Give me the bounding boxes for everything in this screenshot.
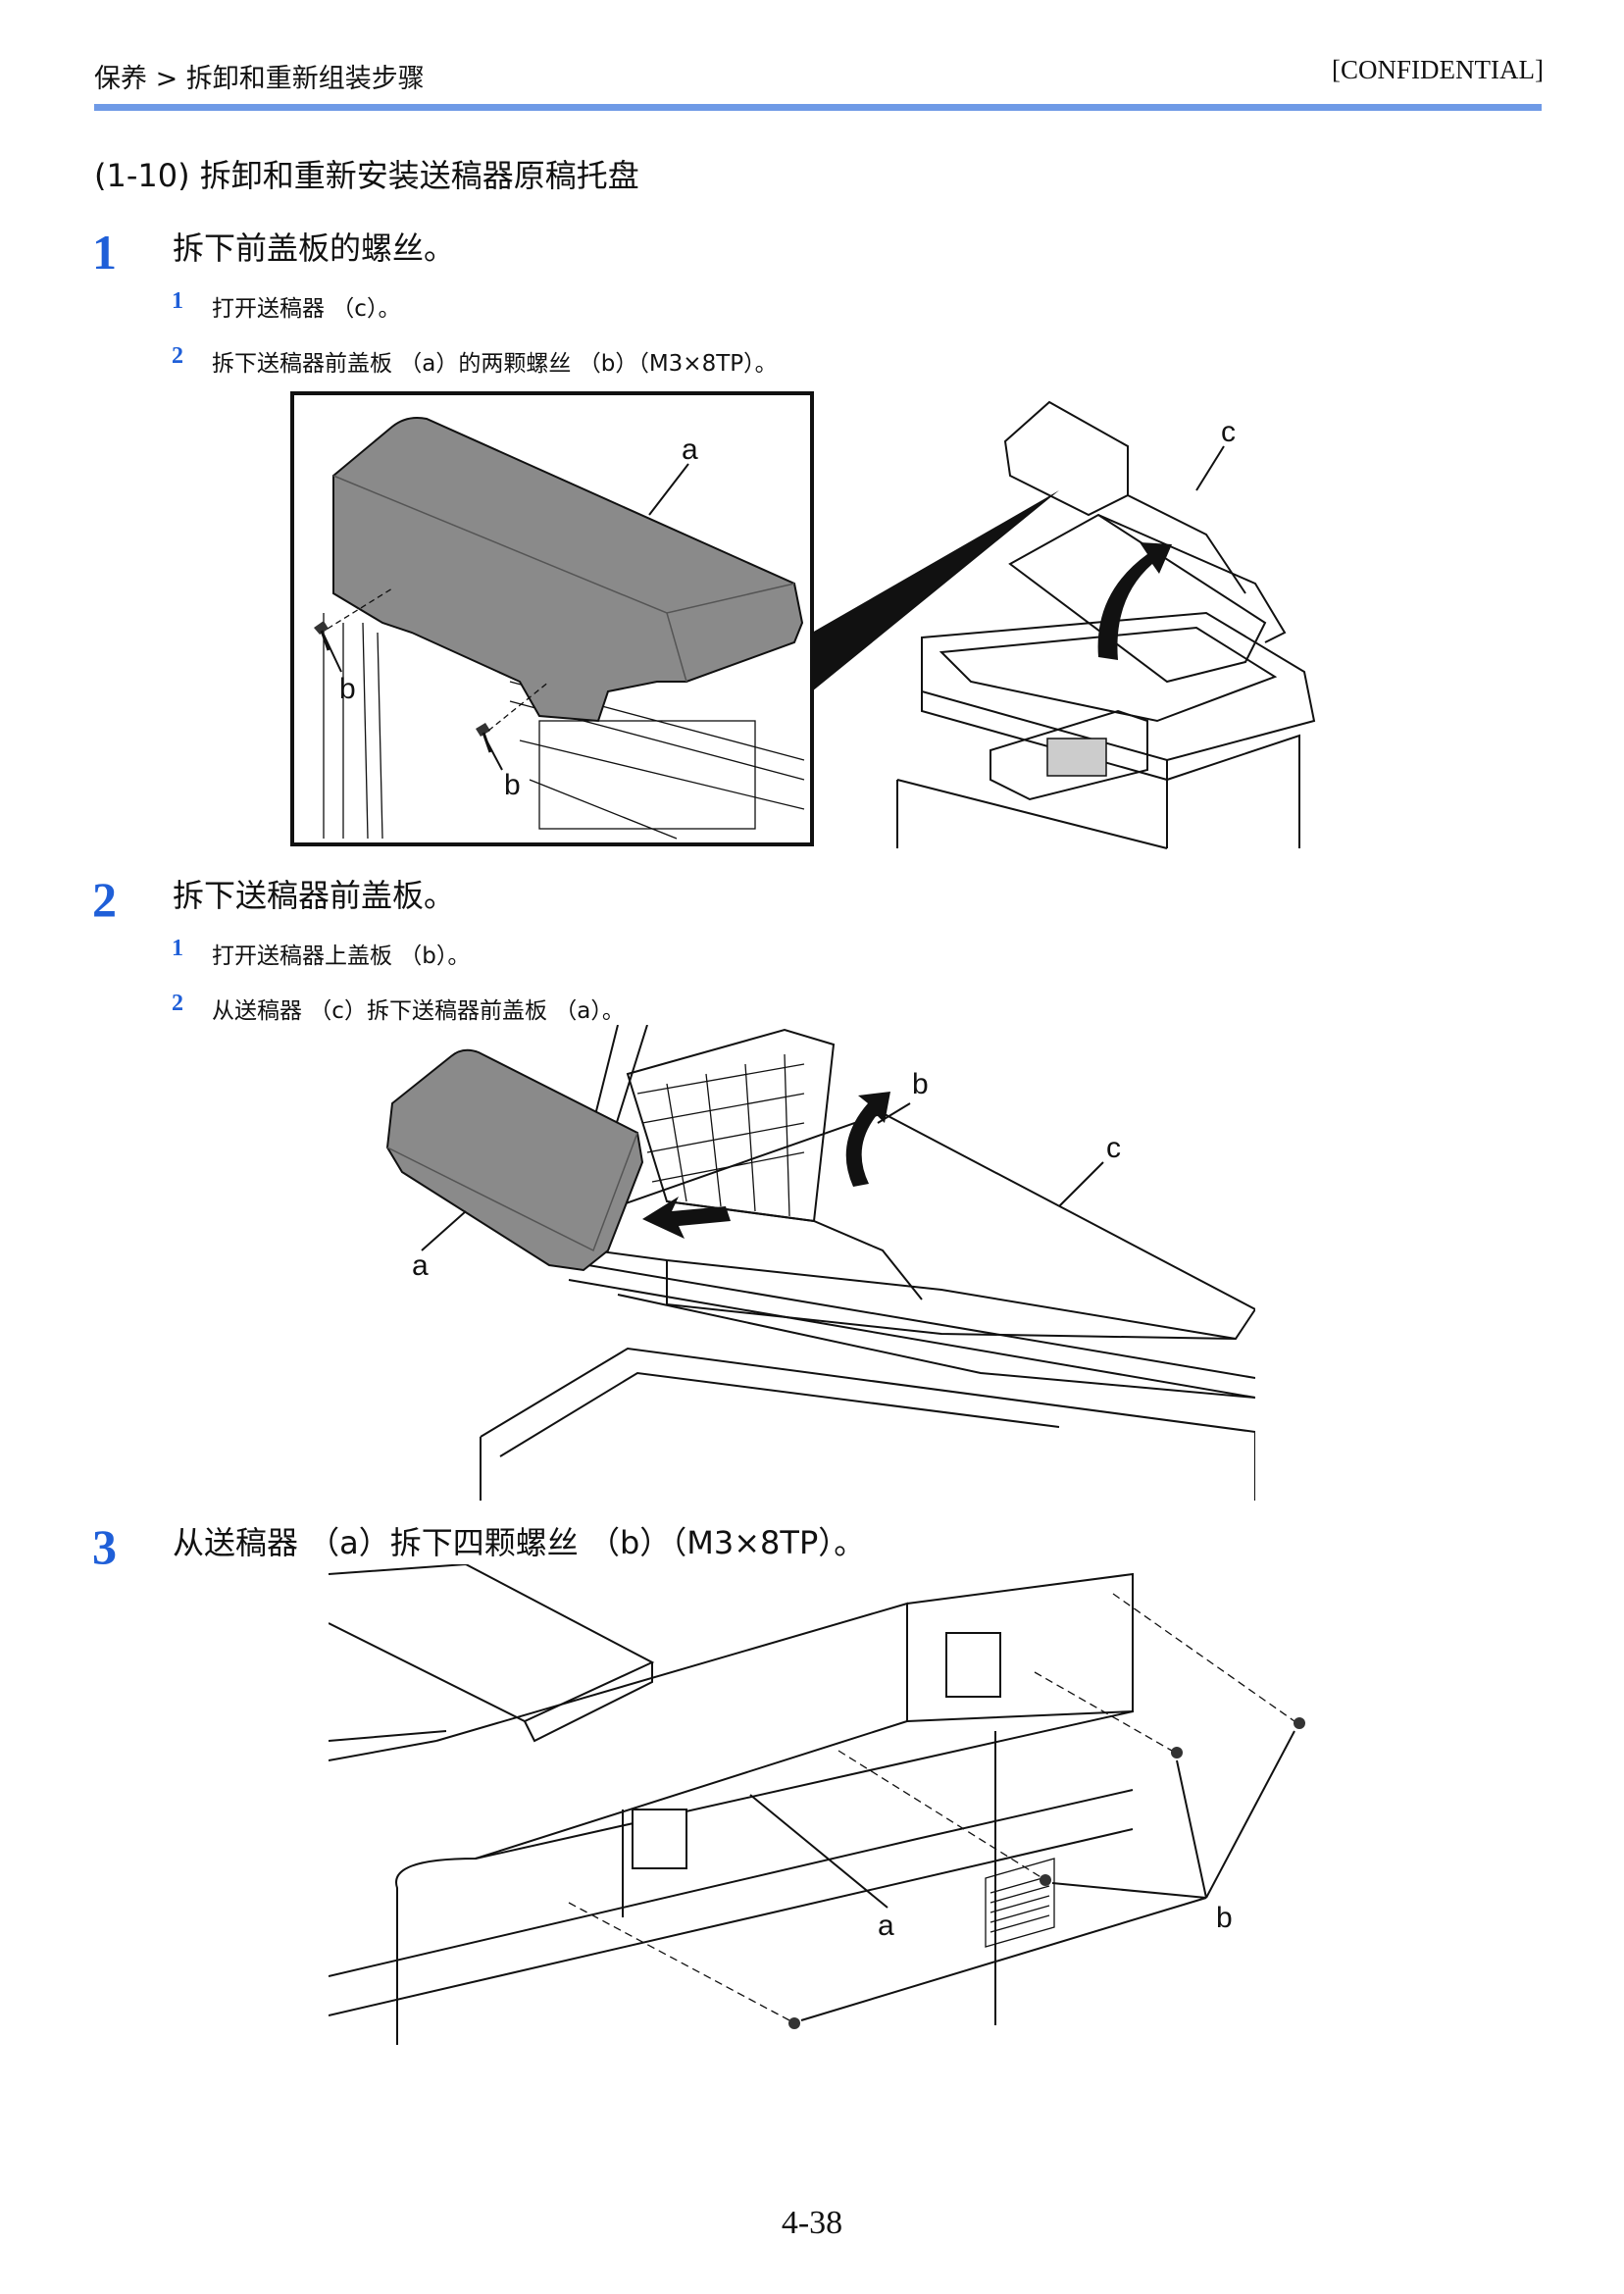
- label-a: a: [878, 1910, 894, 1942]
- step-3-number: 3: [92, 1519, 117, 1574]
- zoom-wedge: [812, 490, 1059, 691]
- machine-illustration: [896, 400, 1316, 849]
- label-b: b: [1216, 1902, 1233, 1934]
- screw-b-1: [788, 2017, 800, 2029]
- figure-step-3: a b: [329, 1564, 1305, 2045]
- step-2-number: 2: [92, 872, 117, 927]
- page-number: 4-38: [781, 2205, 843, 2241]
- step-2-title: 拆下送稿器前盖板。: [173, 877, 456, 914]
- step-2-substep-1-text: 打开送稿器上盖板 （b）。: [212, 943, 471, 969]
- screw-b-2: [1040, 1874, 1051, 1886]
- open-arrow: [1097, 542, 1172, 660]
- vent-grill: [985, 1858, 1055, 1948]
- figure-step-1: a b b c: [290, 391, 1316, 849]
- label-a: a: [412, 1249, 429, 1282]
- label-b: b: [912, 1068, 929, 1100]
- label-c: c: [1106, 1132, 1121, 1164]
- label-b-2: b: [504, 769, 521, 801]
- front-cover-a: [385, 1048, 644, 1272]
- connector-right: [945, 1632, 1001, 1698]
- remove-arrow: [642, 1197, 731, 1239]
- step-1-title: 拆下前盖板的螺丝。: [173, 229, 456, 267]
- step-3-title: 从送稿器 （a）拆下四颗螺丝 （b）（M3×8TP）。: [173, 1524, 866, 1561]
- header-rule: [94, 104, 1542, 111]
- label-a: a: [682, 433, 698, 466]
- label-b-1: b: [339, 673, 356, 705]
- figure-step-2: b c a: [385, 1025, 1255, 1501]
- step-2-substep-1-number: 1: [172, 936, 183, 961]
- step-1-number: 1: [92, 225, 117, 280]
- breadcrumb: 保养 > 拆卸和重新组装步骤: [94, 64, 425, 94]
- label-c: c: [1221, 416, 1236, 448]
- step-1-substep-1-text: 打开送稿器 （c）。: [212, 296, 401, 322]
- connector-left: [632, 1809, 687, 1869]
- screw-b-3: [1171, 1747, 1183, 1759]
- step-1-substep-1-number: 1: [172, 288, 183, 314]
- lift-arrow: [845, 1092, 890, 1187]
- step-1-substep-2-number: 2: [172, 343, 183, 369]
- confidential-label: [CONFIDENTIAL]: [1332, 55, 1544, 84]
- step-1-substep-2-text: 拆下送稿器前盖板 （a）的两颗螺丝 （b）（M3×8TP）。: [212, 351, 778, 377]
- screw-b-1: [314, 587, 393, 651]
- step-2-substep-2-text: 从送稿器 （c）拆下送稿器前盖板 （a）。: [212, 998, 625, 1024]
- step-2-substep-2-number: 2: [172, 991, 183, 1016]
- screw-b-4: [1294, 1717, 1305, 1729]
- section-title: (1-10) 拆卸和重新安装送稿器原稿托盘: [94, 157, 639, 194]
